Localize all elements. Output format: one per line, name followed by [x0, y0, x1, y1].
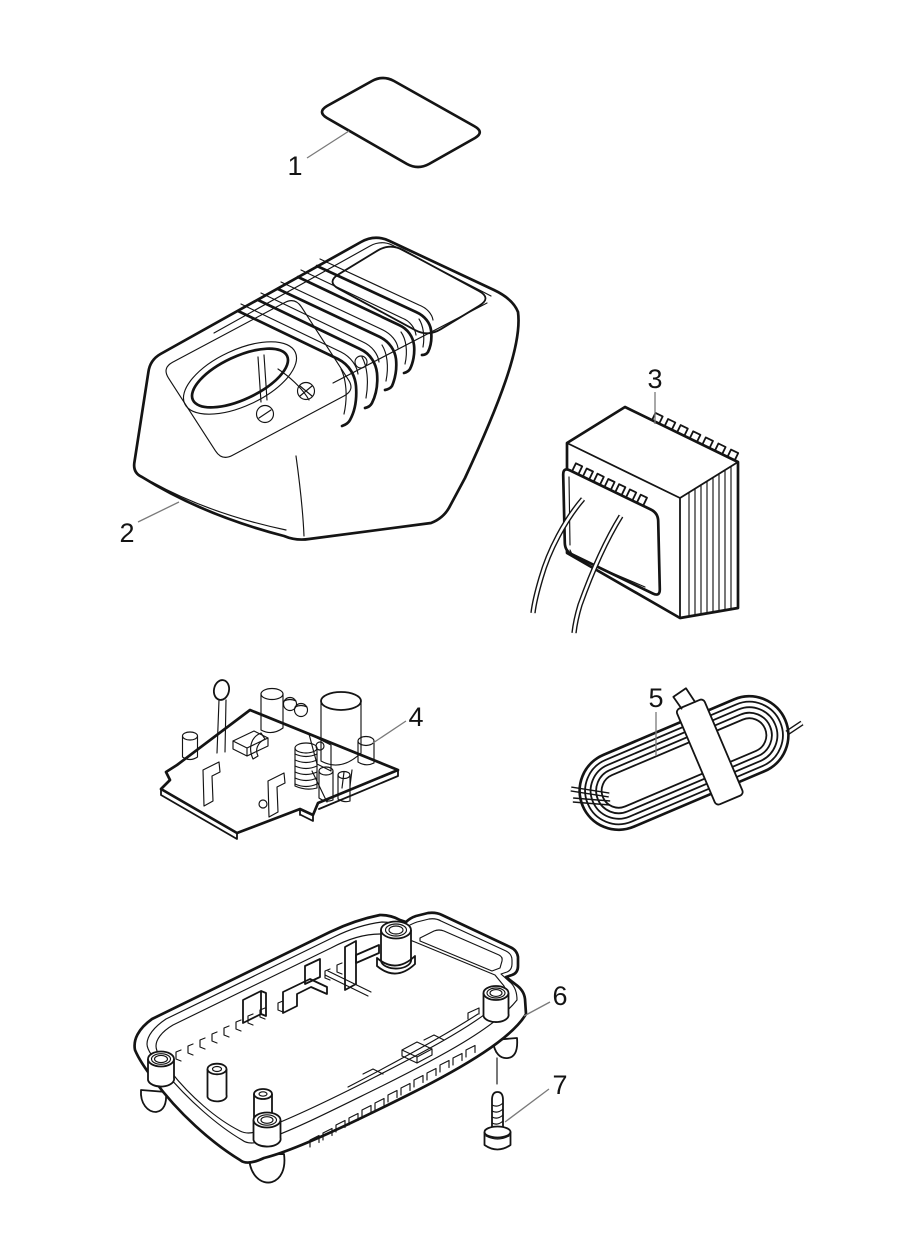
- callout-1: 1: [287, 130, 350, 181]
- bobbin-pins: [571, 462, 648, 507]
- rubber-feet: [140, 1037, 519, 1184]
- capacitor-medium: [260, 687, 284, 734]
- diode-pair: [282, 696, 309, 718]
- callout-6: 6: [523, 981, 568, 1017]
- housing-upper-outline: [132, 236, 520, 541]
- tab-recess: [419, 929, 503, 972]
- pcb-components: [181, 679, 375, 818]
- screw-head: [483, 1125, 512, 1151]
- callout-5: 5: [648, 683, 664, 756]
- vent-slots: [309, 1044, 476, 1148]
- terminal-pins: [651, 412, 740, 462]
- callout-number-6: 6: [552, 981, 567, 1011]
- cord-tie-band: [676, 698, 744, 806]
- partition-walls: [242, 940, 380, 1024]
- housing-lower-outline: [133, 911, 528, 1164]
- top-panel-recess: [331, 245, 487, 335]
- part-screw-icon: [483, 1091, 512, 1151]
- leader-line-7: [504, 1088, 550, 1123]
- part-transformer-icon: [530, 405, 740, 634]
- transistor-icon: [357, 735, 375, 766]
- callout-4: 4: [372, 702, 424, 744]
- lead-wires: [530, 497, 624, 634]
- part-label-icon: [320, 76, 482, 169]
- lamination-lines: [688, 465, 732, 617]
- callout-number-7: 7: [552, 1070, 567, 1100]
- capacitor-large: [320, 691, 362, 789]
- wire-hook: [250, 732, 266, 760]
- thermistor-icon: [212, 679, 231, 701]
- slotted-screw-icon: [255, 404, 275, 424]
- part-housing-upper-icon: [132, 236, 520, 541]
- leader-line-2: [137, 501, 180, 523]
- capacitor-small-left: [181, 731, 199, 761]
- leader-line-6: [523, 1001, 551, 1017]
- leader-line-1: [306, 130, 350, 159]
- part-circuit-board-icon: [159, 679, 400, 840]
- callout-2: 2: [119, 501, 180, 548]
- standing-plate-center: [267, 772, 286, 818]
- callout-number-5: 5: [648, 683, 663, 713]
- phillips-screw-icon: [296, 381, 316, 401]
- callout-number-4: 4: [408, 702, 423, 732]
- callout-number-2: 2: [119, 518, 134, 548]
- cord-loops: [578, 687, 790, 832]
- wall-details: [362, 1007, 480, 1075]
- part-housing-lower-icon: [133, 911, 528, 1184]
- callout-7: 7: [504, 1070, 568, 1123]
- led-hole: [354, 355, 368, 369]
- battery-panel-recess: [165, 300, 352, 458]
- part-cord-icon: [570, 687, 804, 832]
- screw-bosses: [147, 920, 510, 1148]
- callout-3: 3: [647, 364, 663, 424]
- callout-number-1: 1: [287, 151, 302, 181]
- battery-slot: [182, 341, 298, 415]
- leader-line-4: [372, 720, 407, 744]
- callout-number-3: 3: [647, 364, 662, 394]
- vent-ribs: [236, 258, 434, 428]
- rectifier-block: [232, 730, 269, 757]
- capacitors-bottom: [318, 766, 351, 803]
- callouts: 1 2 3 4 5 6 7: [119, 130, 664, 1123]
- standing-plate-left: [202, 761, 221, 807]
